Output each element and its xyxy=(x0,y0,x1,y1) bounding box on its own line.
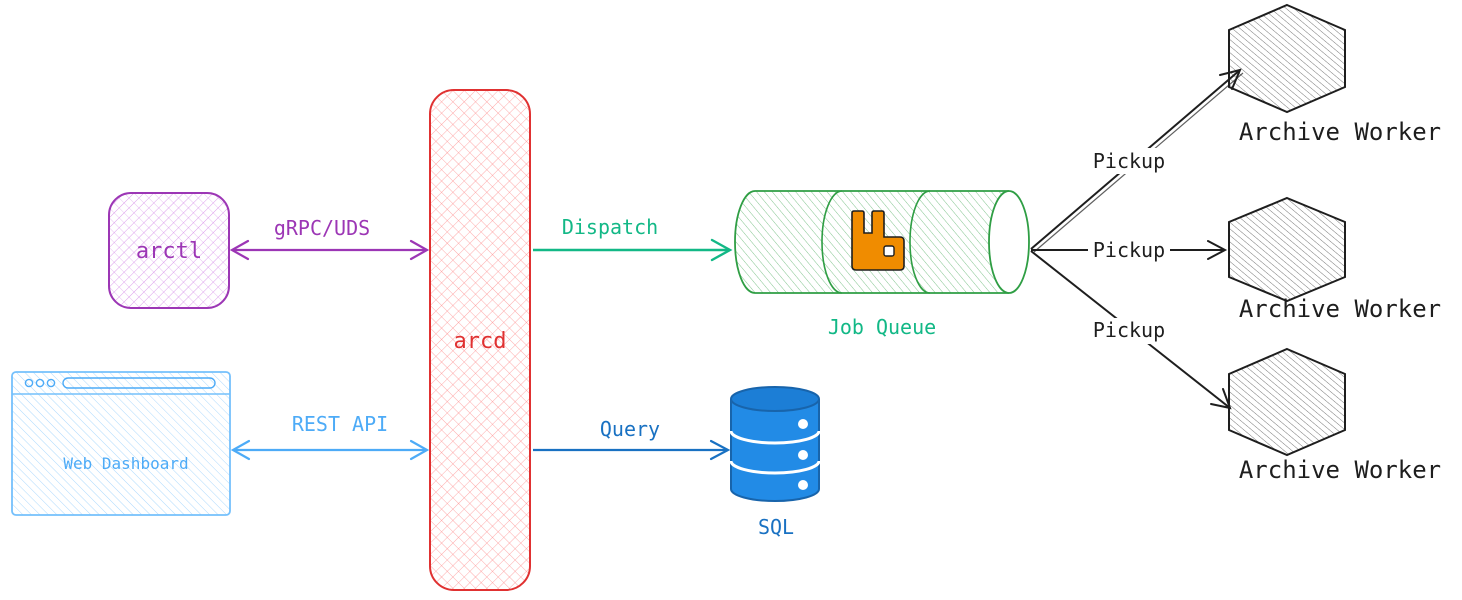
cli-box-crosshatch xyxy=(109,193,229,308)
hexagon-icon xyxy=(1228,196,1346,303)
cli-box-border xyxy=(108,192,230,309)
daemon-node: arcd xyxy=(429,89,531,591)
cli-label: arctl xyxy=(136,239,202,264)
edge-cli-daemon-label: gRPC/UDS xyxy=(274,216,370,240)
daemon-label: arcd xyxy=(454,329,507,354)
arrowhead-left-icon xyxy=(229,239,250,261)
worker-label-3: Archive Worker xyxy=(1239,456,1441,484)
daemon-box-crosshatch xyxy=(430,90,530,590)
edge-queue-worker-1-label: Pickup xyxy=(1093,149,1165,173)
worker-label-1: Archive Worker xyxy=(1239,118,1441,146)
queue-segment-divider xyxy=(909,190,931,294)
database-label: SQL xyxy=(758,515,794,539)
dashboard-label: Web Dashboard xyxy=(63,454,188,473)
edge-queue-worker-2-label: Pickup xyxy=(1093,238,1165,262)
dashboard-window-fill xyxy=(12,372,230,515)
worker-node-3: Archive Worker xyxy=(1228,347,1441,484)
database-node: SQL xyxy=(729,386,821,539)
cli-node: arctl xyxy=(108,192,230,309)
hexagon-icon xyxy=(1228,347,1346,457)
edge-dashboard-daemon-label: REST API xyxy=(292,412,388,436)
daemon-box-border xyxy=(429,89,531,591)
queue-cylinder-right-cap xyxy=(988,190,1030,294)
window-dots-icon xyxy=(24,378,56,388)
edge-label-background xyxy=(1088,148,1170,174)
edge-daemon-queue-label: Dispatch xyxy=(562,215,658,239)
arrowhead-right-icon xyxy=(409,439,430,461)
queue-cylinder-left-cap xyxy=(734,190,756,294)
arrowhead-right-icon xyxy=(1207,240,1228,260)
queue-cylinder-edges xyxy=(755,190,1009,294)
dashboard-address-bar xyxy=(62,377,216,389)
hexagon-icon xyxy=(1228,3,1346,114)
edge-label-background xyxy=(1088,318,1170,344)
edge-label-background xyxy=(1088,238,1170,262)
edge-queue-worker-1: Pickup xyxy=(1030,68,1244,253)
arrowhead-right-icon xyxy=(409,239,430,261)
edge-cli-daemon: gRPC/UDS xyxy=(229,216,430,261)
worker-node-2: Archive Worker xyxy=(1228,196,1441,323)
queue-label: Job Queue xyxy=(828,315,936,339)
edge-daemon-database: Query xyxy=(533,417,731,461)
worker-label-2: Archive Worker xyxy=(1239,295,1441,323)
arrowhead-left-icon xyxy=(230,439,251,461)
queue-segment-divider xyxy=(821,190,843,294)
edge-queue-worker-3-label: Pickup xyxy=(1093,318,1165,342)
dashboard-window-border xyxy=(11,371,231,516)
rabbitmq-icon xyxy=(851,210,905,271)
arrowhead-right-icon xyxy=(709,439,731,461)
edge-queue-worker-2: Pickup xyxy=(1031,238,1228,262)
edge-dashboard-daemon: REST API xyxy=(230,412,430,461)
queue-node: Job Queue xyxy=(734,190,1030,339)
edge-queue-worker-3: Pickup xyxy=(1030,250,1232,410)
arrowhead-right-icon xyxy=(710,238,733,262)
worker-node-1: Archive Worker xyxy=(1228,3,1441,146)
database-icon xyxy=(729,386,821,502)
dashboard-node: Web Dashboard xyxy=(11,371,231,516)
edge-daemon-database-label: Query xyxy=(600,417,660,441)
edge-daemon-queue: Dispatch xyxy=(533,215,733,262)
